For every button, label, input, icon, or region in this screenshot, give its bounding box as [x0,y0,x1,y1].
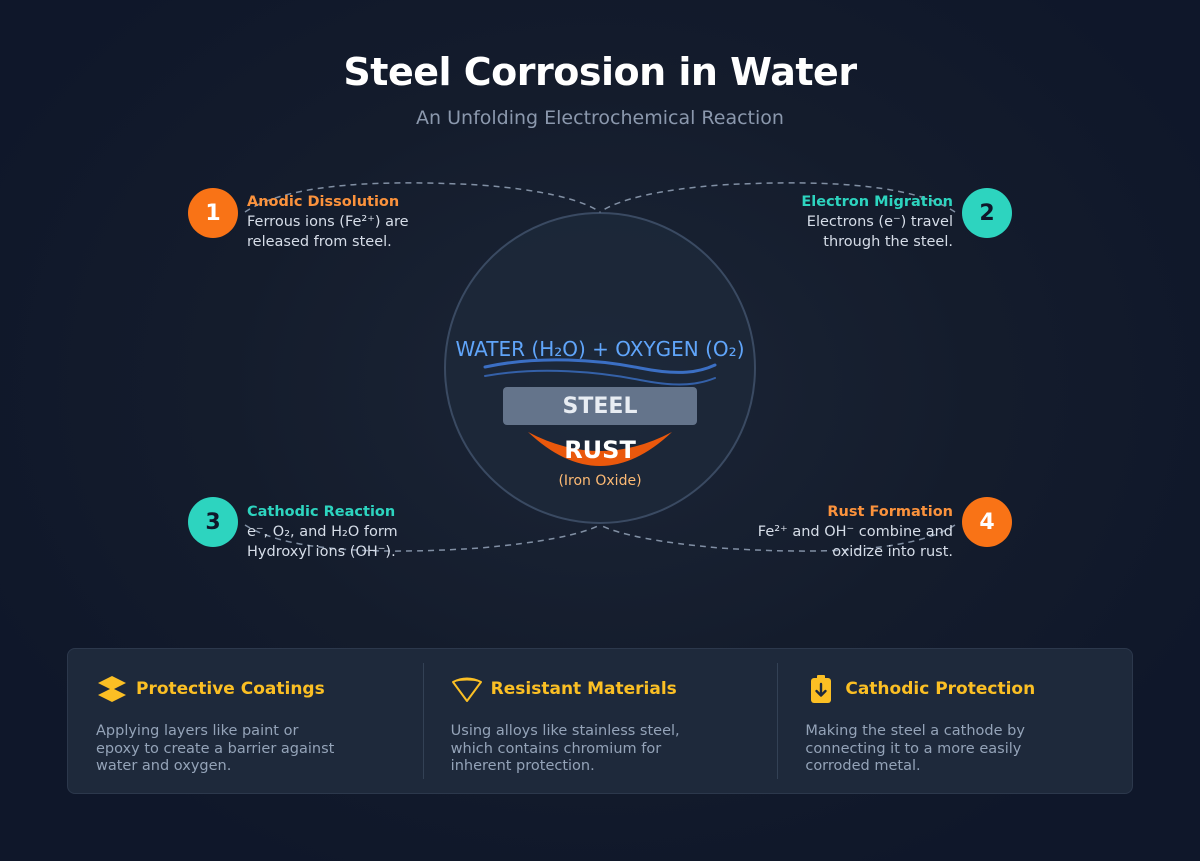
prevention-resistant-materials: Resistant Materials Using alloys like st… [422,649,778,793]
battery-icon [805,673,837,705]
prevention-desc: Applying layers like paint or epoxy to c… [96,723,335,774]
step-4-title: Rust Formation [827,504,953,520]
step-2-desc-line-2: through the steel. [823,234,953,250]
gem-icon [451,673,483,705]
steel-label: STEEL [562,393,638,419]
step-2-title: Electron Migration [801,194,953,210]
iron-oxide-label: (Iron Oxide) [558,473,642,489]
reaction-circle [444,212,756,524]
step-3-badge: 3 [188,497,238,547]
step-3-desc-line-2: Hydroxyl ions (OH⁻). [247,544,396,560]
page-subtitle: An Unfolding Electrochemical Reaction [416,107,784,129]
step-2-badge: 2 [962,188,1012,238]
prevention-title: Resistant Materials [490,679,677,699]
layers-icon [96,673,128,705]
step-1-badge: 1 [188,188,238,238]
rust-label: RUST [564,436,636,464]
prevention-desc: Using alloys like stainless steel, which… [450,723,680,774]
prevention-title: Cathodic Protection [845,679,1036,699]
step-4-badge: 4 [962,497,1012,547]
rust-layer-shape [528,432,672,466]
prevention-title: Protective Coatings [136,679,325,699]
water-oxygen-label: WATER (H₂O) + OXYGEN (O₂) [455,337,745,361]
step-3-desc-line-1: e⁻, O₂, and H₂O form [247,524,398,540]
connector-arcs [244,182,956,552]
step-1-desc-line-2: released from steel. [247,234,392,250]
water-wave-icon [483,358,717,386]
prevention-desc: Making the steel a cathode by connecting… [805,723,1025,774]
step-1-desc-line-1: Ferrous ions (Fe²⁺) are [247,214,409,230]
page-title: Steel Corrosion in Water [343,50,857,94]
prevention-protective-coatings: Protective Coatings Applying layers like… [68,649,423,793]
prevention-panel: Protective Coatings Applying layers like… [67,648,1133,794]
prevention-cathodic-protection: Cathodic Protection Making the steel a c… [777,649,1132,793]
steel-block: STEEL [503,387,697,425]
step-1-title: Anodic Dissolution [247,194,400,210]
step-3-title: Cathodic Reaction [247,504,396,520]
step-2-desc-line-1: Electrons (e⁻) travel [806,214,953,230]
step-4-desc-line-1: Fe²⁺ and OH⁻ combine and [757,524,953,540]
step-4-desc-line-2: oxidize into rust. [832,544,953,560]
